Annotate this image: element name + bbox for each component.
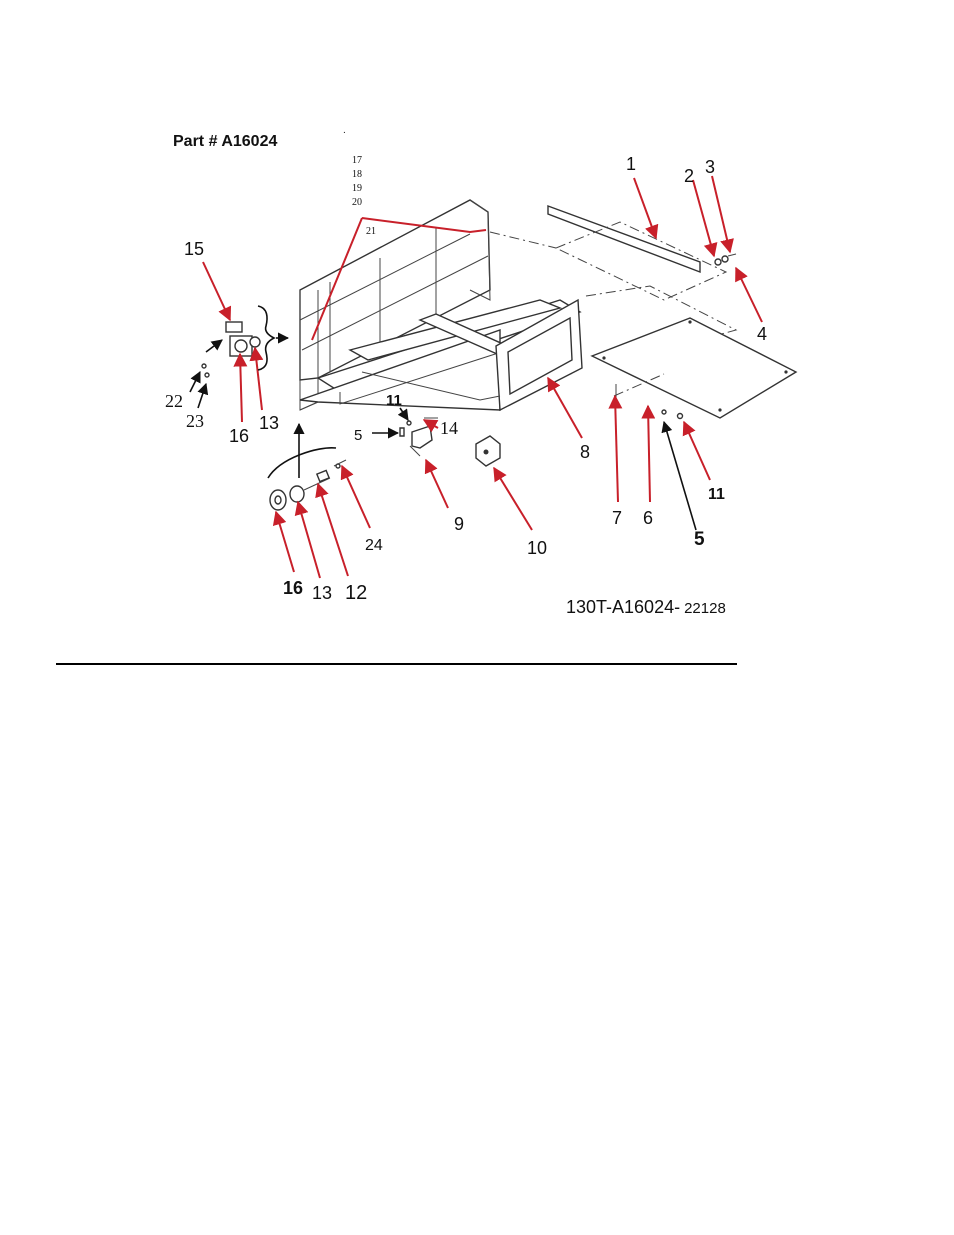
stacked-reference-numbers: 17 18 19 20 21	[352, 155, 376, 237]
exploded-parts-diagram: Part # A16024 . 17 18 19 20 21	[165, 125, 798, 617]
callout-4: 4	[757, 324, 767, 344]
callout-6: 6	[643, 508, 653, 528]
callout-11-right: 11	[708, 486, 725, 503]
callout-11-center: 11	[386, 392, 402, 409]
callout-13-upper: 13	[259, 413, 279, 433]
ref-18: 18	[352, 169, 362, 180]
black-arrows	[189, 305, 697, 531]
hardware-items	[201, 253, 737, 511]
callout-12: 12	[345, 582, 367, 604]
callout-14: 14	[440, 418, 458, 438]
frame-assembly	[299, 199, 583, 412]
ref-17: 17	[352, 155, 362, 166]
callout-9: 9	[454, 514, 464, 534]
callout-22: 22	[165, 391, 183, 411]
callout-23: 23	[186, 411, 204, 431]
separator-rule	[56, 663, 737, 665]
callout-15: 15	[184, 239, 204, 259]
drawing-code-main: 130T-A16024-	[566, 597, 680, 617]
leader-lines-ref-block	[311, 217, 487, 341]
callout-13-lower: 13	[312, 583, 332, 603]
callout-3: 3	[705, 157, 715, 177]
ref-21: 21	[366, 226, 376, 237]
callout-arrows	[202, 175, 763, 579]
callout-8: 8	[580, 442, 590, 462]
callout-1: 1	[626, 154, 636, 174]
callout-2: 2	[684, 166, 694, 186]
part-number-title: Part # A16024	[173, 133, 277, 150]
callout-5-right: 5	[694, 529, 705, 550]
stray-mark: .	[343, 125, 346, 136]
ref-19: 19	[352, 183, 362, 194]
callout-10: 10	[527, 538, 547, 558]
drawing-code-suffix: 22128	[684, 600, 726, 617]
ref-20: 20	[352, 197, 362, 208]
callout-24: 24	[365, 537, 383, 554]
drawing-code: 130T-A16024-22128	[566, 597, 726, 617]
callout-7: 7	[612, 508, 622, 528]
callout-labels: 1 2 3 4 15 22 23 16 13 11 5 14 8 9 10 7 …	[165, 154, 767, 604]
callout-16-upper: 16	[229, 426, 249, 446]
callout-16-lower: 16	[283, 578, 303, 598]
callout-5-center: 5	[354, 427, 362, 444]
